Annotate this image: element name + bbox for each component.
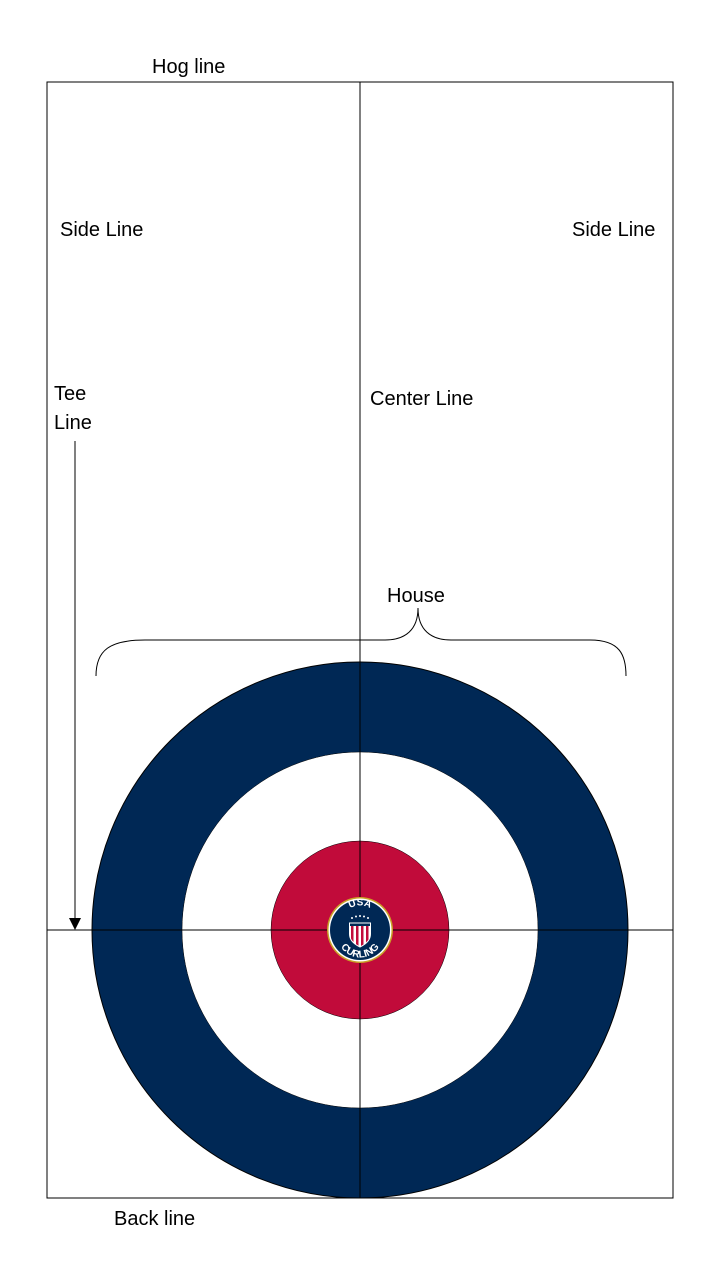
logo-bottom-text: CURLING	[338, 942, 382, 961]
usa-curling-logo: USA CURLING	[327, 897, 393, 963]
house-brace	[95, 607, 627, 677]
tee-line-label-line2: Line	[54, 412, 92, 434]
tee-line-arrow-head	[69, 918, 81, 930]
back-line-label: Back line	[114, 1208, 195, 1230]
logo-shield-outline	[349, 922, 371, 948]
hog-line-label: Hog line	[152, 56, 225, 78]
side-line-right-label: Side Line	[572, 219, 655, 241]
logo-stars	[351, 915, 369, 919]
center-line-label: Center Line	[370, 388, 473, 410]
logo-top-text: USA	[347, 898, 373, 911]
house-label: House	[387, 585, 445, 607]
tee-line-label-line1: Tee	[54, 383, 86, 405]
logo-shield	[349, 923, 371, 947]
side-line-left-label: Side Line	[60, 219, 143, 241]
